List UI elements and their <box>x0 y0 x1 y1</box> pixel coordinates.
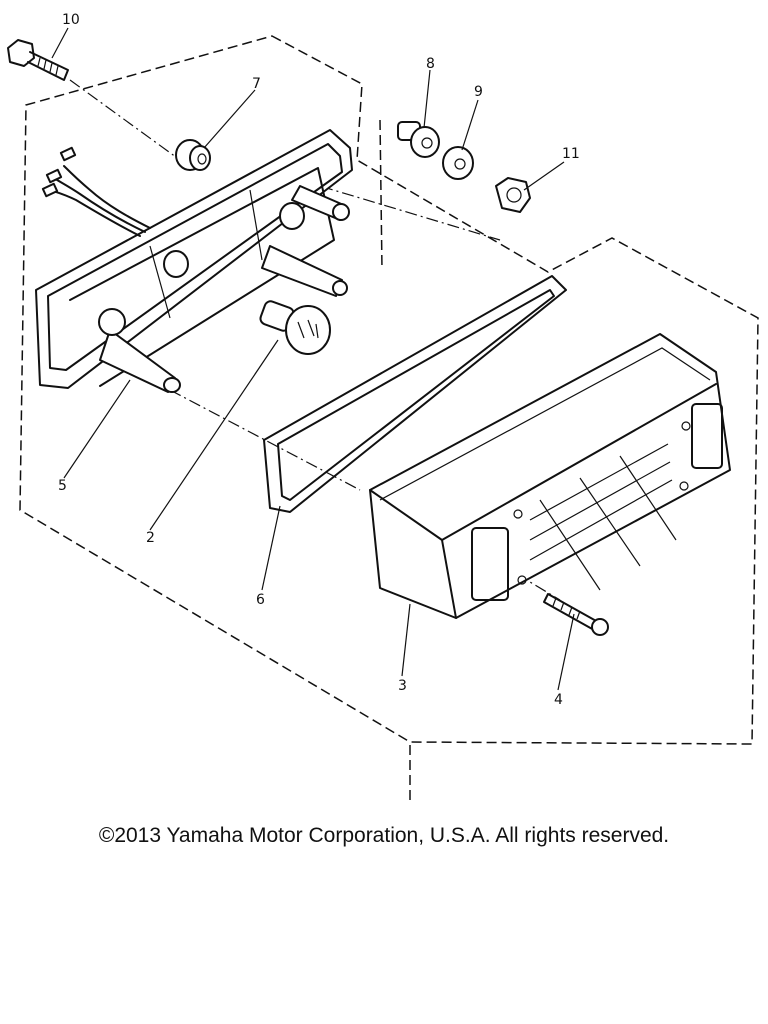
gasket-part-6 <box>263 275 567 513</box>
callout-2: 2 <box>146 530 155 546</box>
callout-3: 3 <box>398 678 407 694</box>
bulb-part-2 <box>259 300 331 355</box>
callout-10: 10 <box>62 12 80 28</box>
callout-5: 5 <box>58 478 67 494</box>
nut-part-11 <box>495 177 531 213</box>
callout-8: 8 <box>426 56 435 72</box>
leader-lines <box>51 27 575 691</box>
callout-7: 7 <box>252 76 261 92</box>
callout-11: 11 <box>562 146 580 162</box>
copyright-notice: ©2013 Yamaha Motor Corporation, U.S.A. A… <box>98 824 670 847</box>
washer-part-9 <box>442 146 474 180</box>
callout-labels: 10 7 8 9 11 5 2 6 3 4 <box>58 12 580 708</box>
assembly-outline <box>19 35 759 805</box>
assembly-centerlines <box>69 79 561 601</box>
grommet-part-7 <box>175 139 211 171</box>
spacer-part-8 <box>397 121 440 158</box>
callout-6: 6 <box>256 592 265 608</box>
bolt-part-10 <box>7 39 69 81</box>
lens-part-3 <box>369 333 731 619</box>
callout-9: 9 <box>474 84 483 100</box>
screw-part-4 <box>543 593 609 636</box>
lamp-housing-part-5 <box>35 129 353 393</box>
callout-4: 4 <box>554 692 563 708</box>
